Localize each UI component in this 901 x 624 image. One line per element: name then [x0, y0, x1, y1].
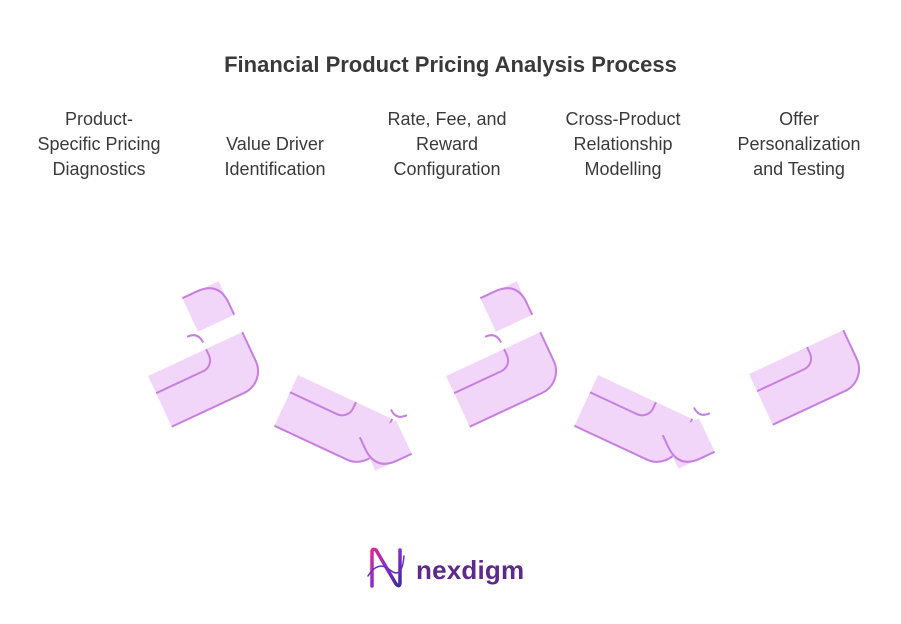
chain-link-4: [486, 287, 710, 463]
step-label-3: Rate, Fee, and Reward Configuration: [387, 109, 507, 179]
brand-logo: nexdigm: [366, 546, 525, 595]
step-label-5: Offer Personalization and Testing: [737, 109, 861, 179]
brand-name: nexdigm: [416, 554, 525, 585]
step-label-2: Value Driver Identification: [224, 134, 326, 179]
chain-link-1-overlap: [181, 281, 236, 344]
step-label-1: Product- Specific Pricing Diagnostics: [37, 109, 161, 179]
chain-link-2: [186, 287, 410, 463]
chain-link-3-overlap: [358, 281, 534, 471]
diagram-title: Financial Product Pricing Analysis Proce…: [224, 52, 677, 77]
step-label-4: Cross-Product Relationship Modelling: [565, 109, 681, 179]
nexdigm-logo-icon: [366, 546, 406, 595]
chain-link-5-overlap: [661, 406, 716, 469]
